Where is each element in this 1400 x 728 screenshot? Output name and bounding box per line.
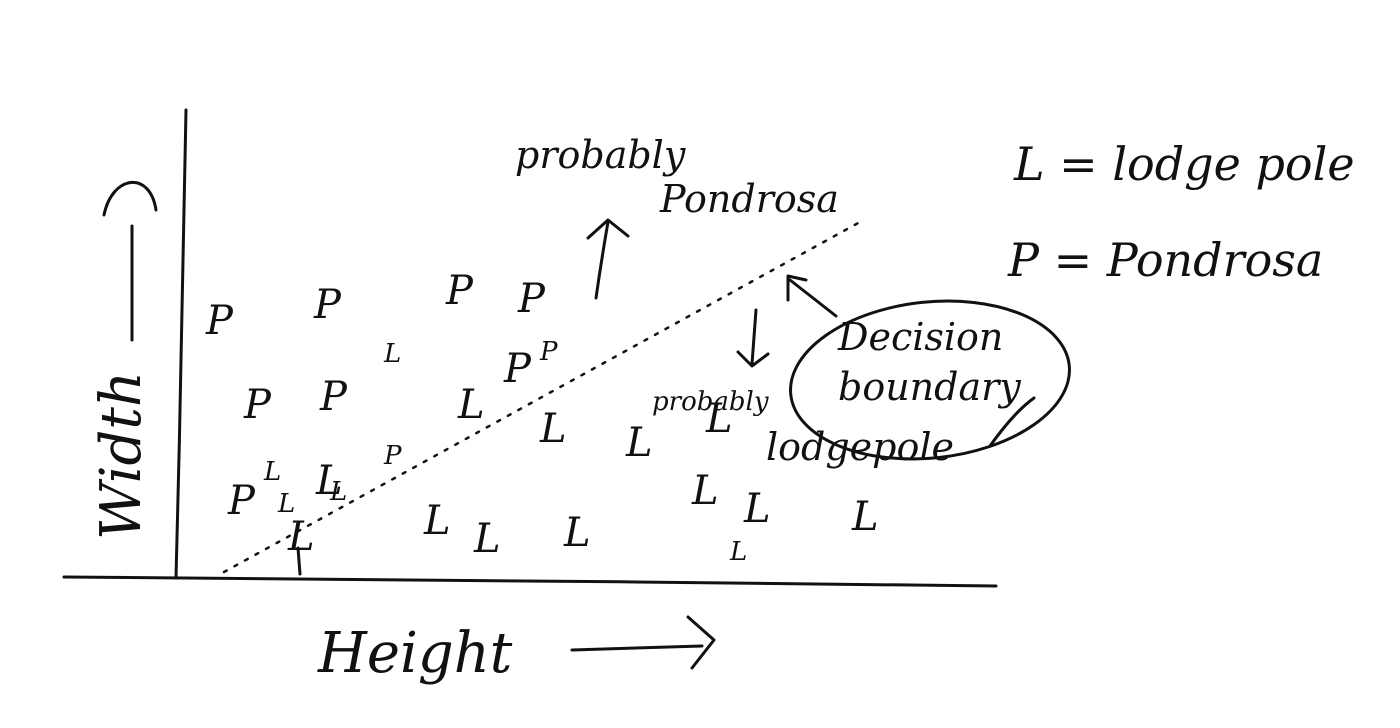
lower-region-label-line1: probably xyxy=(652,387,769,417)
callout-ellipse xyxy=(789,299,1071,461)
y-axis-line xyxy=(174,108,188,580)
data-point: L xyxy=(315,458,343,504)
data-point: L xyxy=(423,498,451,544)
data-point: P xyxy=(383,441,402,471)
data-point: L xyxy=(287,514,315,560)
data-point: L xyxy=(743,486,771,532)
y-axis-label: Width xyxy=(89,371,154,540)
x-axis-arrow-icon xyxy=(570,615,716,670)
upper-region-label-line2: Pondrosa xyxy=(659,177,839,221)
y-axis-arrow-icon xyxy=(102,180,158,342)
data-point: L xyxy=(691,468,719,514)
data-point: P xyxy=(313,282,342,328)
data-points: P P P P P P L P P P L L P L L L L L L L … xyxy=(205,268,879,567)
data-point: L xyxy=(851,494,879,540)
data-point: L xyxy=(473,516,501,562)
data-point: L xyxy=(263,457,281,487)
point-stem-mark xyxy=(296,546,302,576)
data-point: L xyxy=(383,339,401,369)
callout-text-line2: boundary xyxy=(838,365,1021,409)
legend-entry-lodgepole: L = lodge pole xyxy=(1013,137,1355,191)
data-point: L xyxy=(729,537,747,567)
data-point: P xyxy=(503,346,532,392)
callout-tail xyxy=(988,396,1036,448)
data-point: L xyxy=(563,510,591,556)
callout-arrow-icon xyxy=(786,274,838,318)
data-point: L xyxy=(457,382,485,428)
data-point: P xyxy=(227,478,256,524)
x-axis-line xyxy=(62,575,998,588)
data-point: L xyxy=(277,489,295,519)
data-point: L xyxy=(539,406,567,452)
data-point: P xyxy=(445,268,474,314)
decision-boundary-line xyxy=(222,220,862,574)
arrow-down-icon xyxy=(736,308,770,368)
x-axis-label: Height xyxy=(317,621,513,686)
arrow-up-icon xyxy=(586,218,630,300)
callout-text-line1: Decision xyxy=(837,315,1003,359)
data-point: P xyxy=(243,382,272,428)
data-point: P xyxy=(539,337,558,367)
lower-region-label-line2: lodgepole xyxy=(766,425,954,469)
data-point: P xyxy=(517,276,546,322)
data-point: L xyxy=(329,477,347,507)
upper-region-label-line1: probably xyxy=(515,133,686,177)
legend-entry-pondrosa: P = Pondrosa xyxy=(1007,233,1323,287)
data-point: P xyxy=(319,374,348,420)
data-point: P xyxy=(205,298,234,344)
data-point: L xyxy=(705,396,733,442)
data-point: L xyxy=(625,420,653,466)
